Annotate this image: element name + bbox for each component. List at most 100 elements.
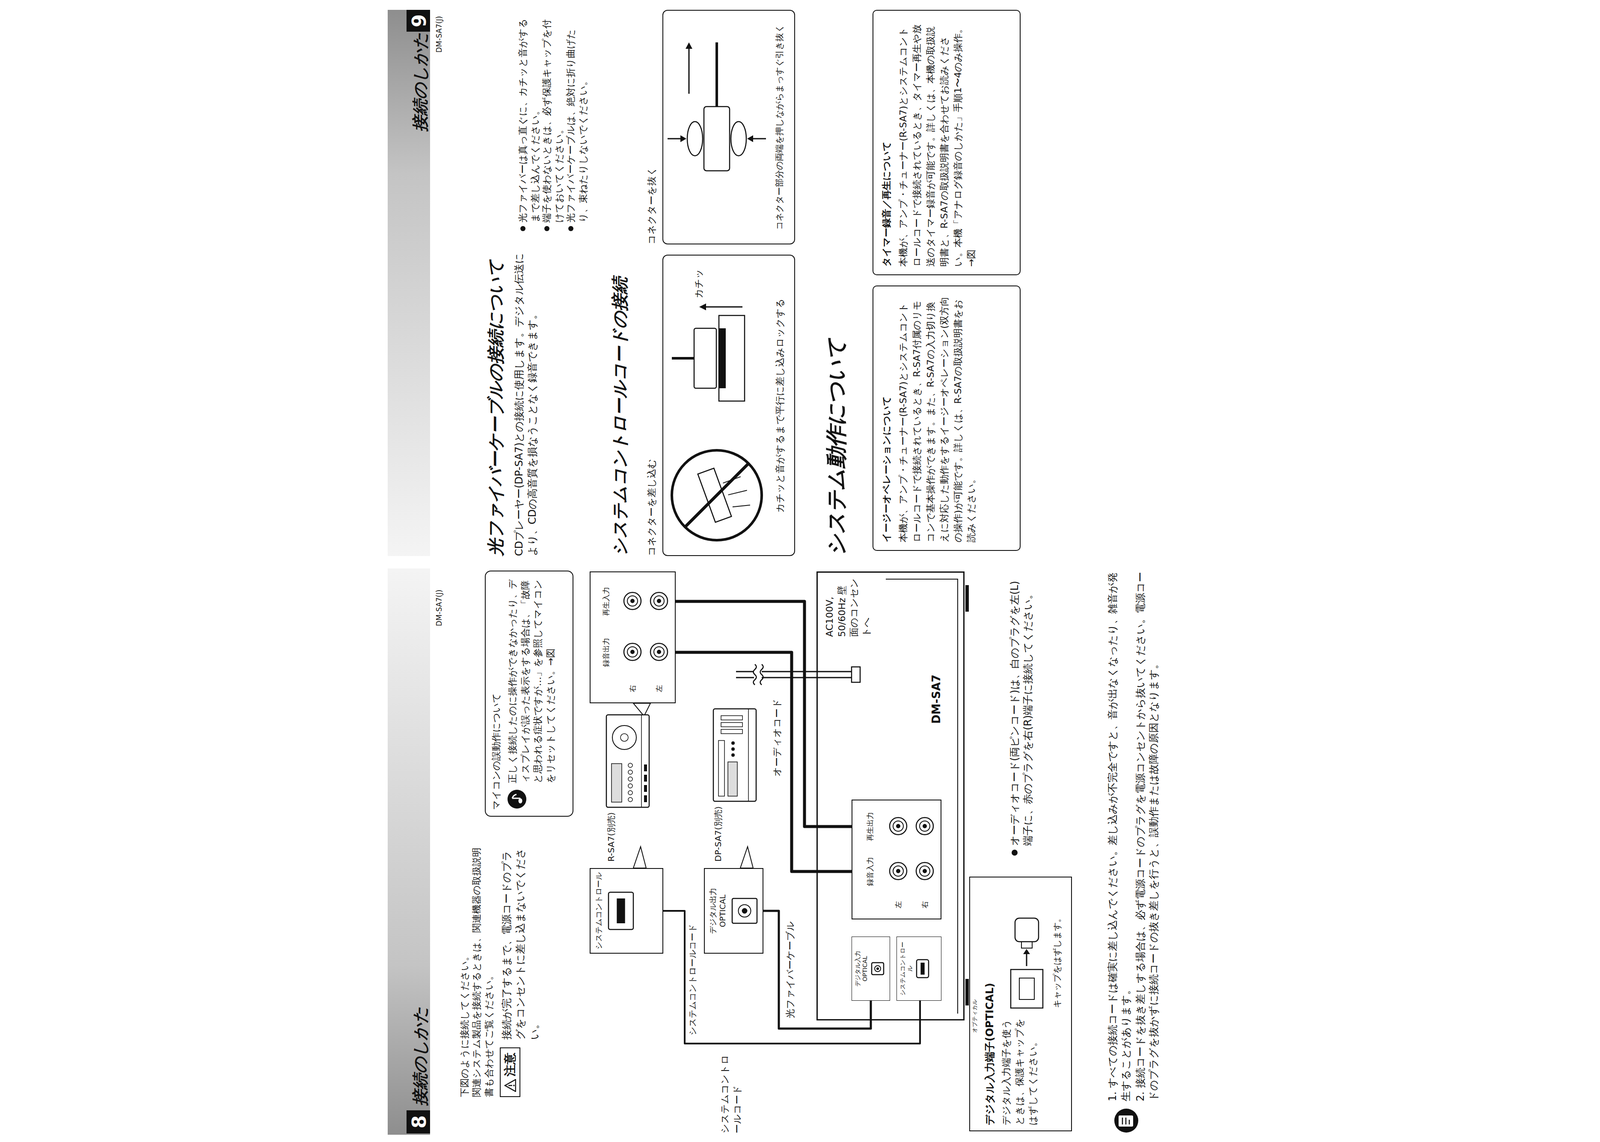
device-name: DP-SA7(別売) <box>712 806 725 862</box>
footnote: 2. 接続コードを抜き差しする場合は、必ず電源コードのプラグを電源コンセントから… <box>1133 570 1161 1102</box>
rca-ring <box>889 817 907 835</box>
rca-pin <box>630 650 635 655</box>
rca-ring <box>627 647 638 658</box>
connector-plug <box>694 328 717 389</box>
rca-jack <box>888 861 909 882</box>
bullet-note: 光ファイバーは真っ直ぐに、カチッと音がするまで差し込んでください。 <box>516 10 542 223</box>
rca-ring <box>889 862 907 880</box>
rca-ring <box>919 866 930 877</box>
connector-plug <box>703 106 730 171</box>
device-edge <box>641 714 642 808</box>
panel-row: デジタル入力端子を使うときは、保護キャップをはずしてください。キャップをはずしま… <box>1000 882 1063 1126</box>
jack-housing <box>732 898 757 924</box>
cable-label: 光ファイバーケーブル <box>784 892 796 1020</box>
info-box: デジタル入力端子(OPTICAL)デジタル入力端子を使うときは、保護キャップをは… <box>969 876 1072 1131</box>
connector-illustration <box>663 255 771 556</box>
arrow-head <box>1023 948 1031 954</box>
bullet-note: 光ファイバーケーブルは、絶対に折り曲げたり、束ねたりしないでください。 <box>564 10 590 223</box>
disc-tray <box>718 740 725 796</box>
page-title: 接続のしかた <box>409 1006 431 1106</box>
jack-symbol <box>870 955 885 982</box>
panel-title: タイマー録音／再生について <box>880 18 894 267</box>
warning-triangle <box>504 1079 516 1092</box>
memo-disc <box>507 789 527 809</box>
arrow-shaft <box>667 138 682 140</box>
panel-text: 本機が、アンプ・チューナー(R-SA7)とシステムコントロールコードで接続されて… <box>896 293 979 543</box>
cord-break-wave <box>753 664 764 685</box>
button <box>628 797 633 802</box>
caution-box: 注意接続が完了するまで、電源コードのプラグをコンセントに差し込まないでください。 <box>499 844 542 1097</box>
arrow-shaft <box>1026 952 1028 966</box>
zoom-callout: システムコントロール <box>589 867 664 954</box>
button <box>644 795 648 802</box>
page-number: 9 <box>406 9 432 32</box>
button <box>644 774 648 782</box>
note-text: 正しく接続したのに操作ができなかったり、ディスプレイが誤った表示をする場合は、「… <box>506 577 558 784</box>
rca-ring <box>623 643 642 661</box>
rca-ring <box>623 592 642 610</box>
jack-socket <box>742 908 748 914</box>
memo-icon <box>1114 1108 1139 1133</box>
prohibition-ring <box>671 450 762 541</box>
button <box>628 769 633 775</box>
rca-pin <box>630 599 635 604</box>
panel-caption: カチッと音がするまで平行に差し込みロックする <box>773 255 787 556</box>
arrow-shaft <box>705 306 743 308</box>
rca-jack <box>914 816 935 837</box>
cord <box>715 42 719 107</box>
device-front: DP-SA7(別売) <box>712 707 758 862</box>
memo-icon-disc <box>1114 1108 1139 1133</box>
rca-jack <box>649 642 669 662</box>
cord-bushing <box>851 666 861 683</box>
unit-foot <box>965 585 969 612</box>
terminal-label: 左 <box>654 684 665 692</box>
caution-title: 注意 <box>501 1052 519 1077</box>
caution-label: 注意 <box>499 1047 521 1097</box>
button <box>721 715 743 720</box>
note-row: 正しく接続したのに操作ができなかったり、ディスプレイが誤った表示をする場合は、「… <box>506 577 558 810</box>
terminal-label: 録音出力 <box>601 637 612 667</box>
unit-details <box>885 578 969 1014</box>
power-cord <box>736 664 861 685</box>
jack-socket <box>875 967 879 970</box>
jack-name: システムコントロール <box>593 872 604 950</box>
footnote: 1. すべての接続コードは確実に差し込んでください。差し込みが不完全ですと、音が… <box>1106 570 1133 1102</box>
terminal-label: 左 <box>893 900 904 909</box>
rca-pin <box>922 869 927 874</box>
button <box>731 753 735 757</box>
intro-text: 下図のように接続してください。 <box>458 844 472 1097</box>
button <box>644 764 648 772</box>
jack-symbol <box>730 884 759 937</box>
terminal-callout: 右左録音出力再生入力 <box>589 571 676 704</box>
rca-ring <box>916 862 934 880</box>
system-control-jack: システムコントロール <box>896 936 942 1001</box>
arrow-head <box>680 135 687 143</box>
button <box>644 784 648 792</box>
terminal-label: 録音入力 <box>865 856 876 886</box>
rca-ring <box>919 821 930 832</box>
unit-foot <box>965 979 969 1005</box>
rca-pin <box>656 650 662 655</box>
bullet-note: オーディオコード(両ピンコード)は、白のプラグを左(L)端子に、赤のプラグを右(… <box>1008 571 1035 846</box>
warning-icon <box>504 1078 517 1092</box>
panel-figure: キャップをはずします。 <box>1000 909 1063 1013</box>
cable-label: オーディオコード <box>771 688 783 778</box>
socket <box>718 315 745 401</box>
rca-ring <box>916 817 934 835</box>
device-front: R-SA7(別売) <box>605 713 651 862</box>
click-sound: カチッ <box>692 268 706 299</box>
page-number: 8 <box>406 1110 432 1134</box>
panel-heading: コネクターを抜く <box>645 9 659 245</box>
illustration-box: コネクターを抜くコネクター部分の両端を押しながらまっすぐ引き抜く <box>645 9 796 245</box>
terminal-label: 右 <box>627 684 638 692</box>
rear-panel-recess <box>885 578 958 1014</box>
note-title: マイコンの誤動作について <box>489 577 503 810</box>
cable-label: システムコントロールコード <box>687 915 698 1037</box>
connector-illustration <box>663 10 771 244</box>
memo-note <box>512 797 521 799</box>
warning-mark <box>513 1084 515 1087</box>
jack-socket <box>616 898 625 924</box>
device-front <box>605 713 651 808</box>
jack-symbol <box>915 955 930 982</box>
